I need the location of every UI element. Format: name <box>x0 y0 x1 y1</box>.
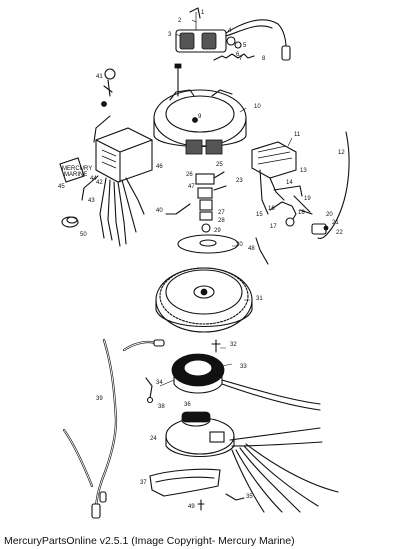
callout-47: 47 <box>188 184 195 190</box>
warning-decal: MERCURY MARINE <box>59 157 92 183</box>
callout-34: 34 <box>156 380 163 386</box>
callout-45: 45 <box>58 184 65 190</box>
ground-harness <box>62 338 165 519</box>
lead-wire-40 <box>165 203 191 215</box>
callout-26: 26 <box>186 172 193 178</box>
callout-25: 25 <box>216 162 223 168</box>
callout-49: 49 <box>188 504 195 510</box>
fastener-32 <box>211 339 221 353</box>
stator-washer <box>177 234 239 254</box>
callout-9: 9 <box>198 114 202 120</box>
lead-wire-48 <box>255 237 269 265</box>
callout-16: 16 <box>268 206 275 212</box>
spark-plug-leads <box>231 443 339 513</box>
callout-10: 10 <box>254 104 261 110</box>
callout-32: 32 <box>230 342 237 348</box>
callout-36: 36 <box>184 402 191 408</box>
callout-37: 37 <box>140 480 147 486</box>
leader-lines <box>159 19 293 387</box>
callout-31: 31 <box>256 296 263 302</box>
ignition-coil-assembly <box>175 7 291 61</box>
lead-wire-right <box>317 131 350 240</box>
callout-40: 40 <box>156 208 163 214</box>
callout-20: 20 <box>326 212 333 218</box>
switch-box <box>81 127 153 247</box>
callout-48: 48 <box>248 246 255 252</box>
center-components <box>195 171 227 233</box>
callout-41: 41 <box>96 74 103 80</box>
screw-49 <box>197 499 205 511</box>
trigger-assembly <box>165 411 323 458</box>
callout-1: 1 <box>201 10 205 16</box>
callout-12: 12 <box>338 150 345 156</box>
small-hardware-left <box>93 68 116 143</box>
callout-28: 28 <box>218 218 225 224</box>
rectifier <box>251 141 297 215</box>
callout-2: 2 <box>178 18 182 24</box>
callout-38: 38 <box>158 404 165 410</box>
flywheel <box>155 267 253 333</box>
callout-22: 22 <box>336 230 343 236</box>
stator <box>171 353 321 411</box>
callout-35: 35 <box>246 494 253 500</box>
svg-text:MARINE: MARINE <box>64 172 87 178</box>
callout-42: 42 <box>96 180 103 186</box>
callout-labels: 1 2 3 4 5 6 7 8 9 10 11 12 13 14 15 16 1… <box>58 10 345 510</box>
callout-39: 39 <box>96 396 103 402</box>
callout-8: 8 <box>262 56 266 62</box>
callout-44: 44 <box>90 176 97 182</box>
callout-50: 50 <box>80 232 87 238</box>
callout-18: 18 <box>298 210 305 216</box>
callout-4: 4 <box>228 28 232 34</box>
wire-coil <box>61 216 79 228</box>
stator-plate <box>153 63 247 155</box>
callout-33: 33 <box>240 364 247 370</box>
callout-43: 43 <box>88 198 95 204</box>
lead-wire-35 <box>225 493 245 501</box>
callout-3: 3 <box>168 32 172 38</box>
exploded-parts-diagram: MERCURY MARINE <box>58 7 350 519</box>
svg-text:MERCURY: MERCURY <box>62 166 92 172</box>
callout-6: 6 <box>236 52 240 58</box>
callout-24: 24 <box>150 436 157 442</box>
callout-23: 23 <box>236 178 243 184</box>
callout-21: 21 <box>332 220 339 226</box>
callout-7: 7 <box>239 56 243 62</box>
mounting-bracket <box>149 468 221 497</box>
callout-27: 27 <box>218 210 225 216</box>
image-caption: MercuryPartsOnline v2.5.1 (Image Copyrig… <box>4 535 295 547</box>
callout-5: 5 <box>243 43 247 49</box>
callout-13: 13 <box>300 168 307 174</box>
callout-19: 19 <box>304 196 311 202</box>
callout-30: 30 <box>236 242 243 248</box>
bolt-lower <box>145 377 154 404</box>
callout-17: 17 <box>270 224 277 230</box>
callout-15: 15 <box>256 212 263 218</box>
callout-11: 11 <box>294 132 301 138</box>
callout-46: 46 <box>156 164 163 170</box>
callout-29: 29 <box>214 228 221 234</box>
callout-14: 14 <box>286 180 293 186</box>
right-hardware <box>269 185 329 235</box>
